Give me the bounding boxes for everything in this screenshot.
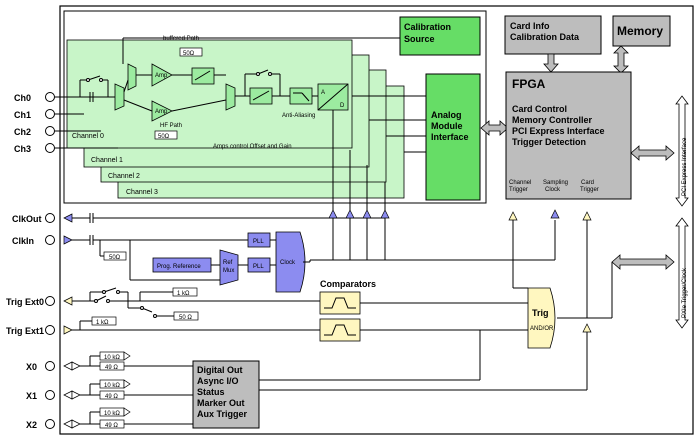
fpga-block: FPGA Card Control Memory Controller PCI … <box>505 71 632 200</box>
channel-3-label: Channel 3 <box>126 189 158 196</box>
svg-text:Marker Out: Marker Out <box>197 398 245 408</box>
svg-text:Comparators: Comparators <box>320 279 376 289</box>
svg-text:Card: Card <box>581 180 594 186</box>
memory-block: Memory <box>612 15 671 47</box>
svg-text:Aux Trigger: Aux Trigger <box>197 409 248 419</box>
svg-text:10 kΩ: 10 kΩ <box>104 355 120 361</box>
svg-text:Analog: Analog <box>431 110 462 120</box>
x-io-lines: X0 X1 X2 10 kΩ 49 Ω 10 kΩ 49 Ω 10 kΩ <box>26 351 194 430</box>
svg-text:ClkIn: ClkIn <box>12 236 34 246</box>
svg-text:Interface: Interface <box>431 132 469 142</box>
svg-text:10 kΩ: 10 kΩ <box>104 411 120 417</box>
card-info-arrow-icon <box>543 53 559 73</box>
hf-path-label: HF Path <box>160 123 182 129</box>
card-info: Card Info Calibration Data <box>504 15 602 55</box>
svg-text:10 kΩ: 10 kΩ <box>104 383 120 389</box>
svg-text:Ch3: Ch3 <box>14 144 31 154</box>
ref-mux <box>219 249 239 286</box>
svg-text:PLL: PLL <box>253 264 264 270</box>
svg-text:1 kΩ: 1 kΩ <box>96 320 109 326</box>
svg-text:Memory: Memory <box>617 24 663 38</box>
svg-text:Memory Controller: Memory Controller <box>512 115 593 125</box>
svg-text:Prog. Reference: Prog. Reference <box>157 264 201 270</box>
svg-text:Trig Ext1: Trig Ext1 <box>6 326 44 336</box>
pxie-trigger-bus: PXIe Trigger/Clock <box>675 217 689 329</box>
trig-ext0-line: Trig Ext0 1 kΩ 50 Ω <box>6 287 320 321</box>
svg-text:Status: Status <box>197 387 225 397</box>
pxie-arrow-icon <box>611 254 675 270</box>
svg-text:X0: X0 <box>26 362 37 372</box>
amps-control-note: Amps control Offset and Gain <box>213 144 292 150</box>
comparator-1 <box>319 291 361 315</box>
svg-text:50 Ω: 50 Ω <box>179 315 192 321</box>
channel-0-circuit: buffered Path 50Ω Amp Amp HF Path 50Ω <box>72 36 349 150</box>
anti-aliasing-label: Anti-Aliasing <box>282 113 315 119</box>
channel-0-label: Channel 0 <box>72 133 104 140</box>
svg-text:PXIe Trigger/Clock: PXIe Trigger/Clock <box>682 267 688 318</box>
svg-text:Digital Out: Digital Out <box>197 365 243 375</box>
svg-text:Trigger: Trigger <box>509 187 528 193</box>
svg-text:Trig: Trig <box>532 308 549 318</box>
svg-text:49 Ω: 49 Ω <box>105 423 118 429</box>
svg-text:49 Ω: 49 Ω <box>105 394 118 400</box>
channel-inputs: Ch0 Ch1 Ch2 Ch3 <box>14 92 118 154</box>
svg-text:X1: X1 <box>26 391 37 401</box>
svg-text:Card Info: Card Info <box>510 21 550 31</box>
clkin-line: ClkIn 50Ω <box>12 235 248 261</box>
amp-top-label: Amp <box>155 73 168 79</box>
analog-module-interface: Analog Module Interface <box>425 73 481 201</box>
svg-text:Channel: Channel <box>509 180 531 186</box>
clkin-res-label: 50Ω <box>109 255 121 261</box>
res-50-bottom-label: 50Ω <box>158 134 170 140</box>
channel-1-label: Channel 1 <box>91 157 123 164</box>
svg-text:Trig Ext0: Trig Ext0 <box>6 297 44 307</box>
svg-text:Trigger: Trigger <box>580 187 599 193</box>
svg-text:PLL: PLL <box>253 239 264 245</box>
svg-text:Source: Source <box>404 34 435 44</box>
svg-text:Async I/O: Async I/O <box>197 376 239 386</box>
svg-text:1 kΩ: 1 kΩ <box>177 291 190 297</box>
svg-text:Module: Module <box>431 121 463 131</box>
pcie-arrow-icon <box>630 145 675 161</box>
channel-2-label: Channel 2 <box>108 173 140 180</box>
svg-text:X2: X2 <box>26 420 37 430</box>
svg-text:FPGA: FPGA <box>512 77 546 91</box>
adc-d-label: D <box>340 103 345 109</box>
buffered-path-label: buffered Path <box>163 36 199 42</box>
svg-text:Calibration Data: Calibration Data <box>510 32 580 42</box>
svg-text:Clock: Clock <box>280 260 296 266</box>
buffered-filter-icon <box>191 67 215 85</box>
svg-text:Mux: Mux <box>223 268 234 274</box>
comparator-2 <box>319 318 361 342</box>
svg-text:Ch0: Ch0 <box>14 93 31 103</box>
digital-out-block: Digital Out Async I/O Status Marker Out … <box>192 330 588 429</box>
svg-text:Ch2: Ch2 <box>14 127 31 137</box>
comparators: Comparators <box>319 279 528 342</box>
clock-block <box>275 231 306 293</box>
svg-text:AND/OR: AND/OR <box>530 326 554 332</box>
svg-text:Ref: Ref <box>223 260 233 266</box>
res-50-top-label: 50Ω <box>183 51 195 57</box>
svg-text:Card Control: Card Control <box>512 104 567 114</box>
amp-bottom-label: Amp <box>155 109 168 115</box>
svg-text:Clock: Clock <box>545 187 561 193</box>
calibration-source: Calibration Source <box>122 16 481 64</box>
anti-aliasing-filter-icon <box>289 87 313 105</box>
svg-text:Calibration: Calibration <box>404 22 451 32</box>
svg-text:Trigger Detection: Trigger Detection <box>512 137 586 147</box>
adc-a-label: A <box>321 90 325 96</box>
adc-clock-taps <box>310 110 560 261</box>
trig-and-or: Trig AND/OR <box>508 211 613 349</box>
trig-ext1-line: Trig Ext1 1 kΩ <box>6 316 320 336</box>
pci-express-bus: PCI Express Interface <box>675 95 689 207</box>
svg-text:ClkOut: ClkOut <box>12 214 42 224</box>
svg-text:Sampling: Sampling <box>543 180 568 186</box>
svg-text:PCI Express Interface: PCI Express Interface <box>682 137 688 196</box>
svg-text:49 Ω: 49 Ω <box>105 365 118 371</box>
buffered-amp-icon <box>151 63 173 87</box>
clock-section: PLL PLL Prog. Reference Ref Mux Clock <box>129 231 311 293</box>
svg-text:Ch1: Ch1 <box>14 110 31 120</box>
svg-text:PCI Express Interface: PCI Express Interface <box>512 126 605 136</box>
